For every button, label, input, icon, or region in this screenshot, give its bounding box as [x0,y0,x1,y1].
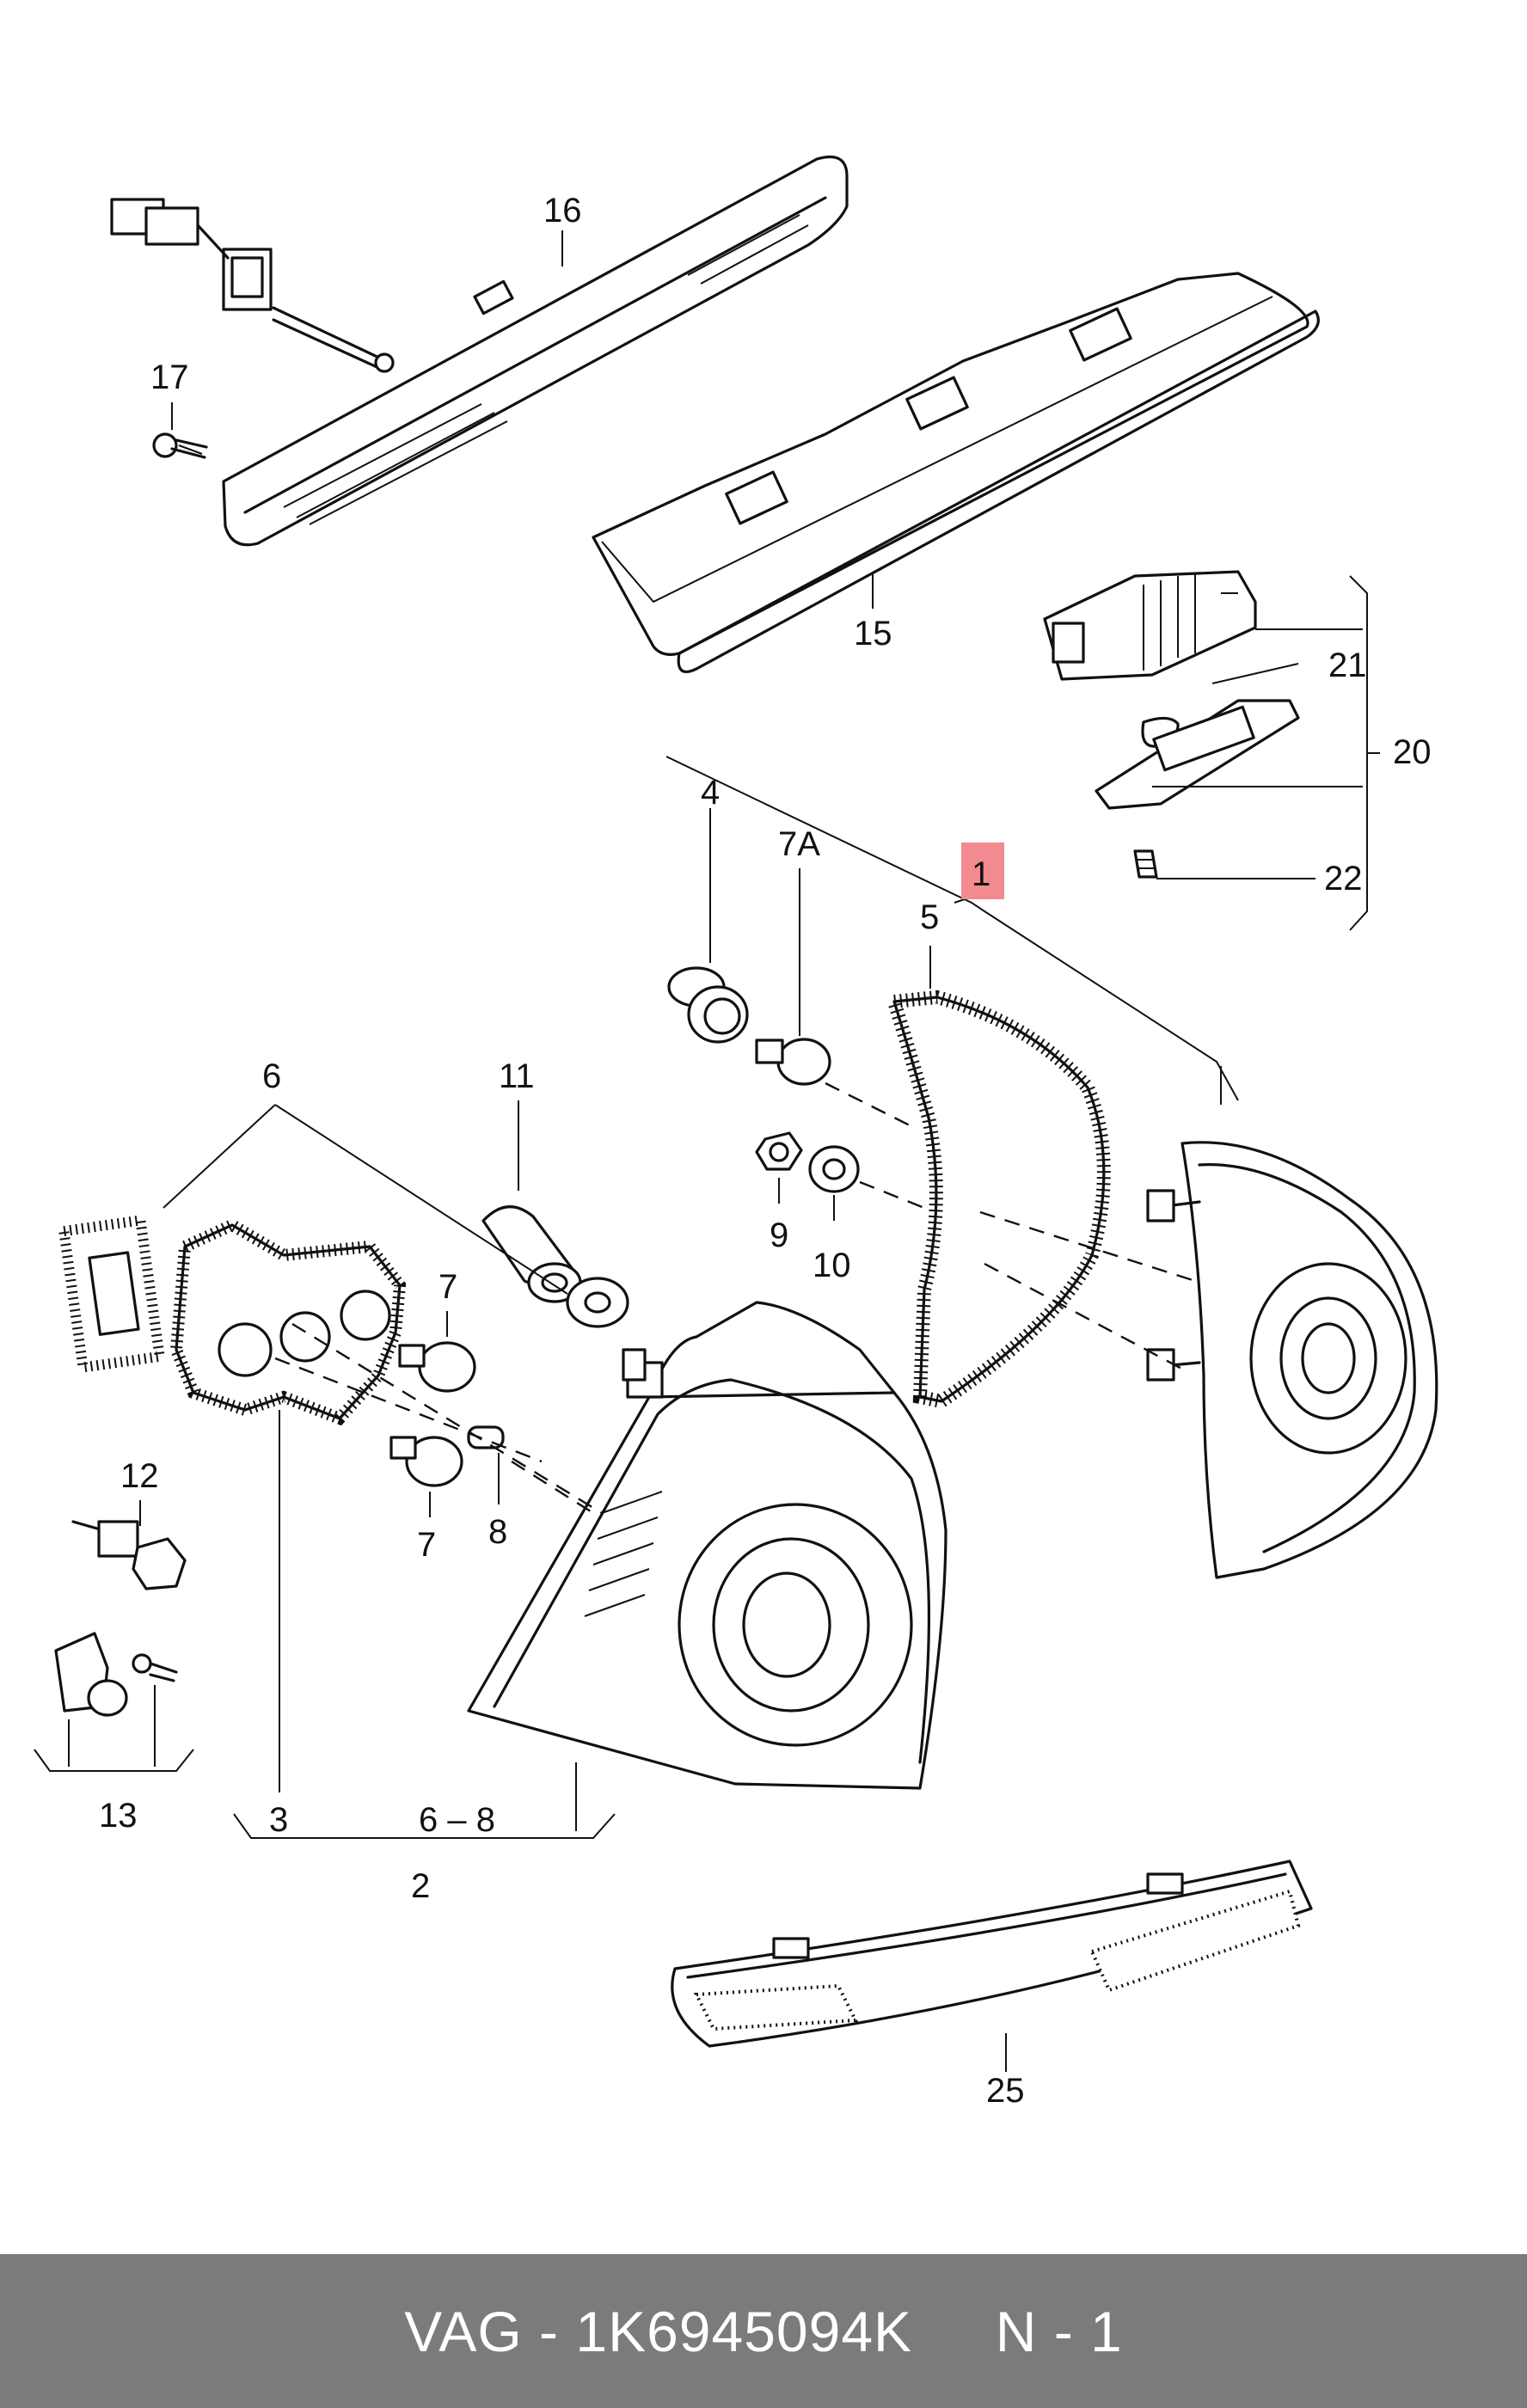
part-number-caption: VAG - 1K6945094K N - 1 [404,2299,1123,2363]
label-11: 11 [499,1057,535,1095]
part-9-nut [755,1131,803,1171]
label-25: 25 [986,2072,1025,2110]
part-5-gasket [885,990,1111,1409]
parts-diagram: 16 17 15 21 20 22 4 7A 1 5 6 11 9 10 7 7… [34,155,1438,2110]
label-12: 12 [120,1457,159,1495]
label-9: 9 [770,1216,788,1254]
part-15-housing [592,272,1320,673]
part-labels: 16 17 15 21 20 22 4 7A 1 5 6 11 9 10 7 7… [99,192,1432,2110]
label-7-upper: 7 [438,1268,457,1306]
highlight-box-1 [961,842,1004,899]
label-6-8: 6 – 8 [419,1801,495,1839]
label-17: 17 [150,358,189,396]
part-6-seal [58,1214,166,1374]
label-6: 6 [262,1057,281,1095]
label-22: 22 [1324,860,1363,898]
part-25-reflector [671,1860,1313,2048]
footer-bar: VAG - 1K6945094K N - 1 [0,2254,1527,2408]
label-13: 13 [99,1797,138,1835]
part-6-grommet [566,1277,647,1382]
part-7-bulb-upper [398,1341,476,1393]
part-1-tail-light-inner [1146,1141,1438,1579]
label-7a: 7A [778,825,820,863]
part-4-bulb-holder [667,966,749,1044]
part-2-tail-light-outer [467,1301,947,1790]
label-1: 1 [972,855,990,893]
part-16-brake-light-bar [222,155,849,547]
part-3-bulb-carrier [169,1218,407,1426]
label-16: 16 [543,192,582,230]
part-17-screw [152,432,208,459]
part-7a-bulb [755,1038,831,1086]
part-11-sleeve [481,1205,582,1303]
label-3: 3 [269,1801,288,1839]
alignment-lines [274,1081,1196,1515]
leader-lines [34,230,1380,2072]
label-21: 21 [1328,646,1367,684]
part-20-plate-light [1043,570,1300,879]
part-16-connector [110,198,395,373]
label-8: 8 [488,1513,507,1551]
part-7-bulb-lower [389,1436,463,1487]
part-13-clip [54,1632,178,1717]
label-5: 5 [920,898,939,936]
label-7-lower: 7 [417,1526,436,1564]
label-4: 4 [701,774,720,812]
label-2: 2 [411,1867,430,1905]
part-10-washer [808,1145,860,1193]
part-12-socket [71,1520,187,1590]
label-10: 10 [813,1247,851,1284]
label-20: 20 [1393,733,1432,771]
label-15: 15 [854,615,892,653]
